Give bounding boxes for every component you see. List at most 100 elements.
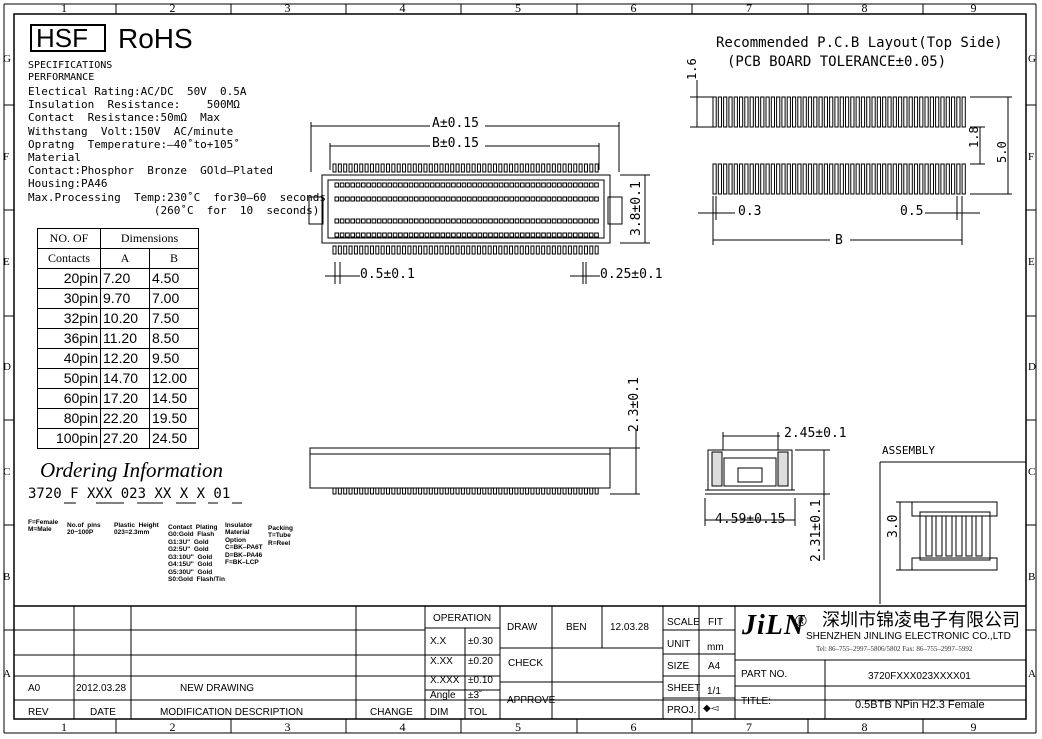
legend-insulator: Insulator Material Option C=BK–PA6T D=BK… xyxy=(225,522,263,567)
pcb-dim-pad-w: 0.3 xyxy=(738,204,762,219)
contact-slot xyxy=(588,218,594,224)
pcb-pad-top xyxy=(935,96,940,128)
side-pin xyxy=(493,487,497,495)
pcb-title: Recommended P.C.B Layout(Top Side) xyxy=(716,35,1003,51)
contact-slot xyxy=(361,196,366,202)
tol-key: X.X xyxy=(430,636,447,647)
pin-top xyxy=(594,163,599,173)
contact-slot xyxy=(419,196,424,202)
contact-slot xyxy=(408,232,414,238)
dim-cell-a: 11.20 xyxy=(100,328,150,349)
side-pin xyxy=(359,487,364,495)
dim-cell-b: 14.50 xyxy=(149,388,199,409)
side-pin xyxy=(412,487,417,495)
side-pin xyxy=(402,487,407,495)
contact-slot xyxy=(472,218,477,224)
rev-date: 2012.03.28 xyxy=(76,683,127,694)
contact-slot xyxy=(573,196,578,202)
contact-slot xyxy=(361,218,366,224)
row-label-left: B xyxy=(3,570,11,583)
contact-slot xyxy=(546,182,552,188)
side-pin xyxy=(471,487,476,495)
contact-slot xyxy=(546,218,552,224)
contact-slot xyxy=(387,196,393,202)
column-label-top: 5 xyxy=(515,1,521,15)
side-pin xyxy=(498,487,503,495)
pcb-pad-bottom xyxy=(723,163,728,195)
pin-top xyxy=(535,163,540,173)
section-dim-h: 2.31±0.1 xyxy=(809,499,824,562)
pin-bottom xyxy=(428,245,433,255)
contact-slot xyxy=(451,196,456,202)
pin-bottom xyxy=(476,245,481,255)
pin-bottom xyxy=(412,245,417,255)
pcb-pad-top xyxy=(823,96,828,128)
pcb-pad-bottom xyxy=(845,163,850,195)
side-pin xyxy=(509,487,514,495)
contact-slot xyxy=(408,218,414,224)
contact-slot xyxy=(461,218,467,224)
contact-slot xyxy=(557,218,562,224)
pin-top xyxy=(471,163,476,173)
pcb-pad-bottom xyxy=(908,163,913,195)
pcb-pad-top xyxy=(754,96,760,128)
pcb-pad-top xyxy=(733,96,738,128)
projection-symbol-icon: ◆◅ xyxy=(703,703,719,714)
pin-top xyxy=(407,163,412,173)
connector-inner xyxy=(327,179,605,239)
dim-cell-b: 8.50 xyxy=(149,328,199,349)
pcb-pad-bottom xyxy=(929,163,934,195)
contact-slot xyxy=(482,196,488,202)
pcb-pad-top xyxy=(913,96,919,128)
contact-slot xyxy=(477,196,483,202)
contact-slot xyxy=(445,182,451,188)
contact-slot xyxy=(456,218,461,224)
contact-slot xyxy=(345,218,350,224)
legend-pins: No.of pins 20~100P xyxy=(67,522,101,537)
pcb-pad-top xyxy=(924,96,929,128)
contact-slot xyxy=(387,218,393,224)
contact-slot xyxy=(504,218,509,224)
pcb-pad-bottom xyxy=(733,163,738,195)
pcb-pad-top xyxy=(723,96,728,128)
pin-bottom xyxy=(594,245,599,255)
change-header: CHANGE xyxy=(370,707,413,718)
contact-slot xyxy=(525,232,530,238)
pcb-pad-bottom xyxy=(712,163,717,195)
pcb-pad-top xyxy=(717,96,722,128)
assembly-title: ASSEMBLY xyxy=(882,444,935,457)
contact-slot xyxy=(382,182,387,188)
contact-slot xyxy=(366,182,371,188)
pcb-pad-top xyxy=(802,96,807,128)
contact-slot xyxy=(345,182,350,188)
pcb-pad-bottom xyxy=(850,163,855,195)
contact-slot xyxy=(525,182,530,188)
assembly-bottom-board xyxy=(911,557,998,571)
contact-slot xyxy=(445,196,451,202)
pcb-pad-bottom xyxy=(807,163,813,195)
pcb-tolerance: (PCB BOARD TOLERANCE±0.05) xyxy=(727,54,947,70)
legend-packing: Packing T=Tube R=Reel xyxy=(268,525,293,547)
dim-cell-b: 24.50 xyxy=(149,428,199,449)
column-label-top: 7 xyxy=(746,1,752,15)
assembly-contact xyxy=(925,515,933,557)
side-pin xyxy=(589,487,594,495)
dim-cell-pin: 30pin xyxy=(37,288,101,309)
registered-icon: ® xyxy=(795,613,807,630)
contact-slot xyxy=(371,232,377,238)
contact-slot xyxy=(488,196,493,202)
pin-top xyxy=(353,163,358,173)
pin-top xyxy=(450,163,455,173)
contact-slot xyxy=(493,218,499,224)
contact-slot xyxy=(424,218,430,224)
contact-slot xyxy=(361,182,366,188)
side-pin xyxy=(530,487,535,495)
contact-slot xyxy=(345,196,350,202)
pin-bottom xyxy=(509,245,514,255)
pin-top xyxy=(509,163,514,173)
pin-bottom xyxy=(434,245,439,255)
contact-slot xyxy=(546,196,552,202)
dim-cell-b: 19.50 xyxy=(149,408,199,429)
tb-size-val: A4 xyxy=(708,661,721,672)
